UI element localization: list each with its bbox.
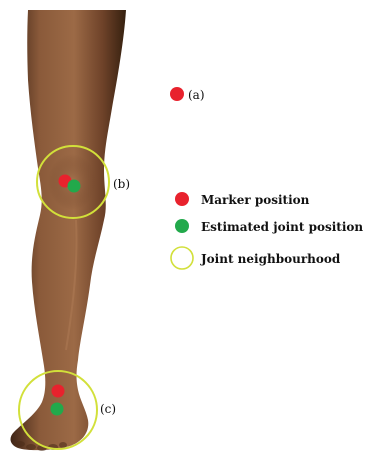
legend-estimated-icon xyxy=(175,219,189,233)
legend-neighbourhood-label: Joint neighbourhood xyxy=(200,252,341,266)
label-b: (b) xyxy=(113,177,130,191)
estimated-joint-c xyxy=(51,403,64,416)
label-a: (a) xyxy=(188,88,205,102)
label-c: (c) xyxy=(100,402,116,416)
legend: Marker position Estimated joint position… xyxy=(171,192,363,269)
marker-position-c xyxy=(52,385,65,398)
marker-position-a xyxy=(170,87,184,101)
estimated-joint-b xyxy=(68,180,81,193)
legend-estimated-label: Estimated joint position xyxy=(201,220,363,234)
legend-neighbourhood-icon xyxy=(171,247,193,269)
legend-marker-label: Marker position xyxy=(201,193,310,207)
legend-marker-icon xyxy=(175,192,189,206)
